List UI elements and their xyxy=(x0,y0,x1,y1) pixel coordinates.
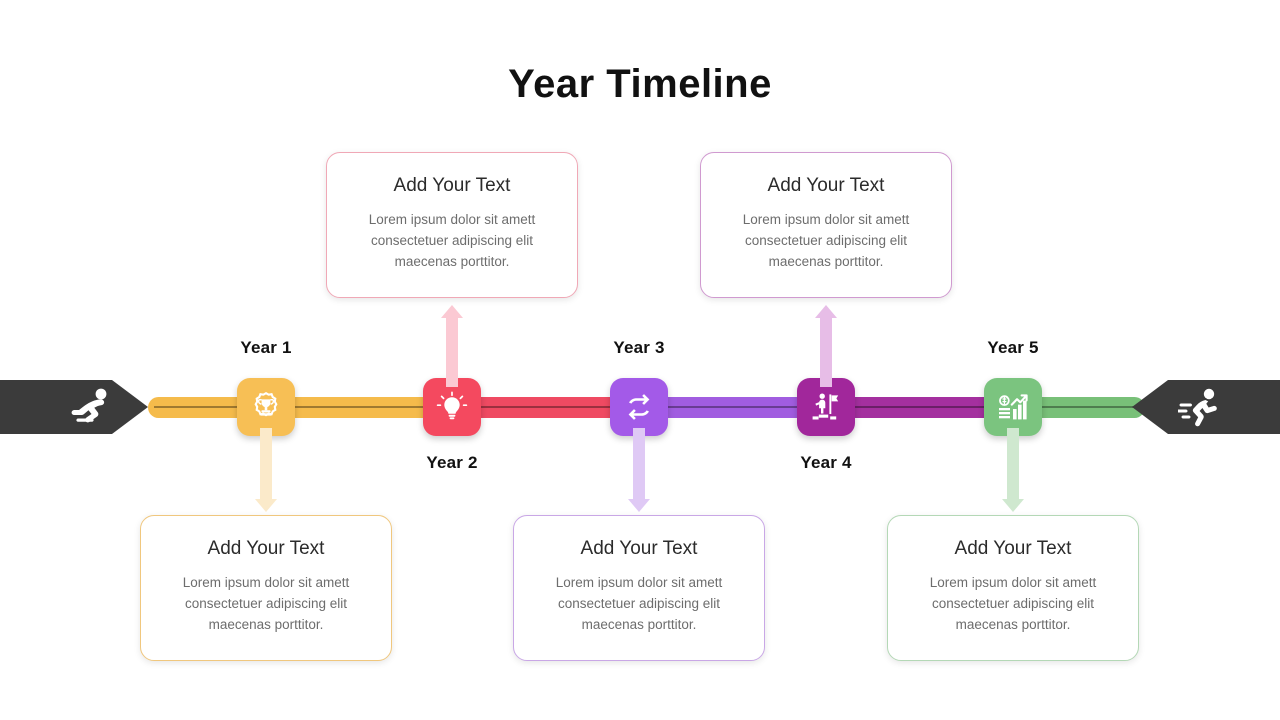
timeline-node-2[interactable] xyxy=(423,378,481,436)
timeline-end-cap xyxy=(1132,380,1280,434)
arrow-head xyxy=(255,499,277,512)
year-label-2: Year 2 xyxy=(426,453,478,472)
connector-arrow-5 xyxy=(1002,428,1024,514)
segment-center-line xyxy=(458,406,633,408)
lightbulb-idea-icon xyxy=(436,391,468,420)
arrow-stem xyxy=(260,428,272,500)
arrow-stem xyxy=(820,317,832,387)
segment-center-line xyxy=(154,406,260,408)
year-label-3: Year 3 xyxy=(613,338,665,357)
card-body: Lorem ipsum dolor sit amett consectetuer… xyxy=(182,575,350,632)
card-title: Add Your Text xyxy=(207,538,325,559)
timeline-segment xyxy=(826,397,1013,418)
timeline-segment xyxy=(266,397,452,418)
arrow-head xyxy=(1002,499,1024,512)
timeline-node-3[interactable] xyxy=(610,378,668,436)
timeline-segment xyxy=(148,397,266,418)
podium-flag-winner-icon xyxy=(812,393,839,420)
timeline-node-1[interactable] xyxy=(237,378,295,436)
card-body: Lorem ipsum dolor sit amett consectetuer… xyxy=(555,575,723,632)
arrow-stem xyxy=(1007,428,1019,500)
arrow-stem xyxy=(633,428,645,500)
timeline-segment xyxy=(452,397,639,418)
segment-center-line xyxy=(832,406,1007,408)
card-title: Add Your Text xyxy=(580,538,698,559)
year-label-4: Year 4 xyxy=(800,453,852,472)
timeline-node-4[interactable] xyxy=(797,378,855,436)
card-title: Add Your Text xyxy=(393,175,511,196)
arrow-head xyxy=(815,305,837,318)
segment-center-line xyxy=(272,406,446,408)
connector-arrow-4 xyxy=(815,305,837,387)
timeline-segment xyxy=(639,397,826,418)
connector-arrow-2 xyxy=(441,305,463,387)
connector-arrow-3 xyxy=(628,428,650,514)
timeline-start-cap xyxy=(0,380,148,434)
connector-arrow-1 xyxy=(255,428,277,514)
segment-center-line xyxy=(1019,406,1139,408)
card-body: Lorem ipsum dolor sit amett consectetuer… xyxy=(929,575,1097,632)
card-body: Lorem ipsum dolor sit amett consectetuer… xyxy=(368,212,536,269)
timeline-segment xyxy=(1013,397,1145,418)
running-figure-icon xyxy=(1178,388,1217,427)
recycle-arrows-icon xyxy=(628,394,650,420)
arrow-head xyxy=(441,305,463,318)
page-title: Year Timeline xyxy=(508,62,772,106)
growth-bar-chart-icon xyxy=(999,394,1028,420)
timeline-axis xyxy=(0,380,1280,434)
arrow-head xyxy=(628,499,650,512)
arrow-stem xyxy=(446,317,458,387)
crouching-start-runner-icon xyxy=(71,388,107,423)
card-title: Add Your Text xyxy=(767,175,885,196)
card-body: Lorem ipsum dolor sit amett consectetuer… xyxy=(742,212,910,269)
year-label-5: Year 5 xyxy=(987,338,1039,357)
card-title: Add Your Text xyxy=(954,538,1072,559)
trophy-gear-icon xyxy=(254,391,278,417)
timeline-node-5[interactable] xyxy=(984,378,1042,436)
year-label-1: Year 1 xyxy=(240,338,292,357)
segment-center-line xyxy=(645,406,820,408)
